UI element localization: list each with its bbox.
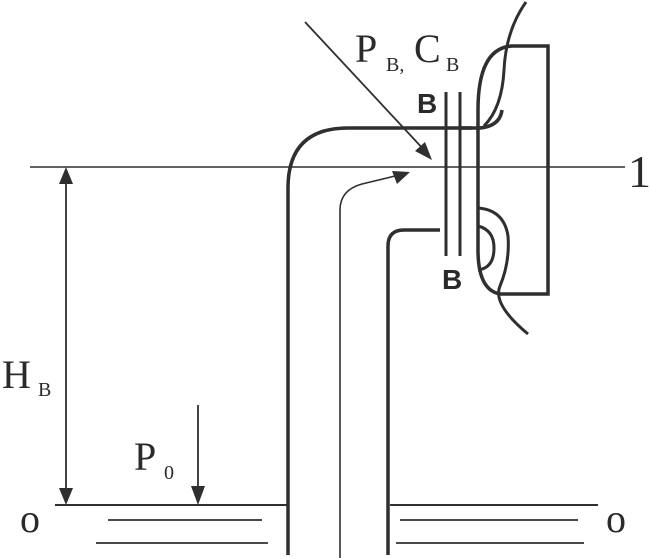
label-velocity-cv-sub: В <box>446 54 459 76</box>
pump-casing <box>476 44 550 296</box>
flow-streamline <box>339 175 396 558</box>
pump-impeller-lower <box>477 206 529 336</box>
flow-arrowhead <box>392 171 410 184</box>
label-height-sub: В <box>38 379 51 401</box>
label-level-1: 1 <box>628 146 650 197</box>
label-velocity-cv: C <box>414 26 441 71</box>
pressure-velocity-arrowhead <box>415 142 432 160</box>
height-arrow-top <box>59 167 73 184</box>
label-height-h: H <box>2 352 31 397</box>
suction-pipe-outer-wall <box>286 126 472 555</box>
height-arrow-bottom <box>59 488 73 505</box>
label-pressure-p0-sub: 0 <box>164 462 174 484</box>
label-pressure-p0: P <box>134 434 156 479</box>
label-section-b-bottom: В <box>442 264 462 295</box>
label-pressure-pv: P <box>355 26 377 71</box>
pump-inlet-neck <box>460 109 504 130</box>
label-pressure-pv-sub: В, <box>386 54 404 76</box>
p0-arrowhead <box>191 486 205 505</box>
pump-impeller-inner <box>477 224 496 272</box>
label-level-0-left: o <box>20 496 40 541</box>
label-level-0-right: o <box>606 496 626 541</box>
label-section-b-top: В <box>417 88 437 119</box>
pressure-velocity-arrow <box>304 21 427 153</box>
suction-pipe-inner-wall <box>386 228 440 555</box>
pump-impeller-outline <box>482 1 528 128</box>
